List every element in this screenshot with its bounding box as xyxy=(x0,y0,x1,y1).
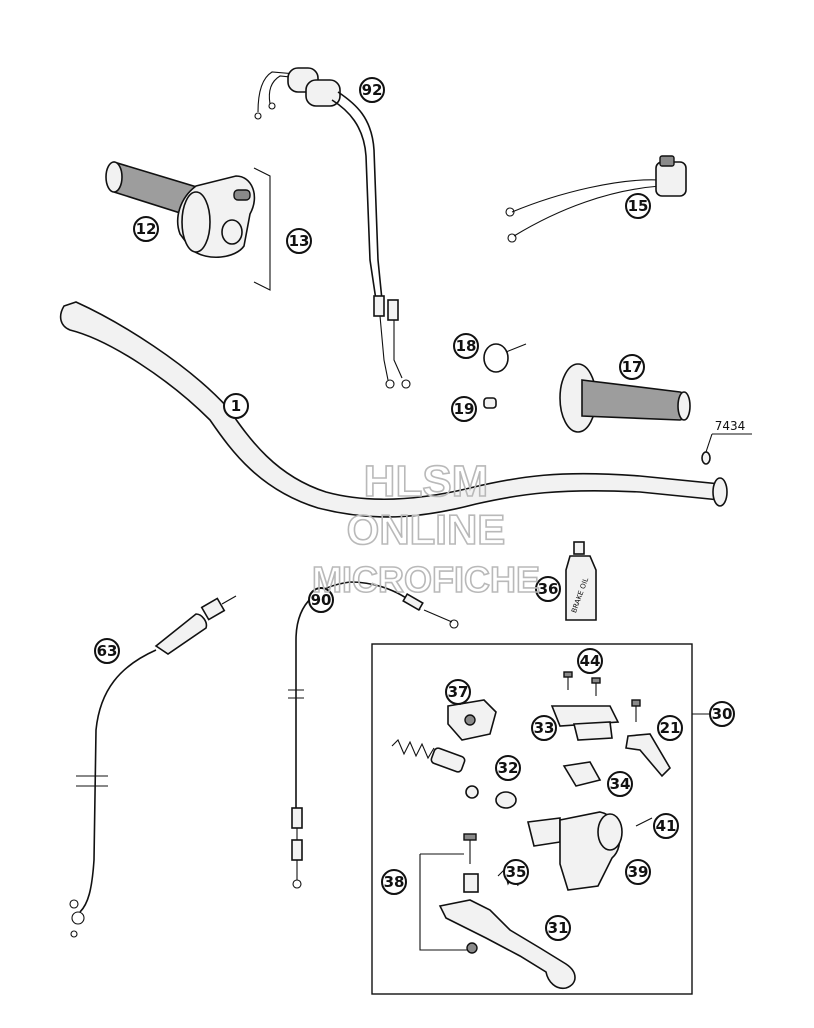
svg-text:34: 34 xyxy=(610,775,631,793)
svg-text:44: 44 xyxy=(580,652,601,670)
master-cylinder-parts xyxy=(391,671,672,990)
callout-13: 13 xyxy=(286,228,312,254)
svg-text:90: 90 xyxy=(311,591,332,609)
svg-text:39: 39 xyxy=(628,863,649,881)
callout-41: 41 xyxy=(653,813,679,839)
callout-17: 17 xyxy=(619,354,645,380)
callout-34: 34 xyxy=(607,771,633,797)
svg-text:63: 63 xyxy=(97,642,118,660)
part-code-label: 7434 xyxy=(715,419,746,433)
callout-12: 12 xyxy=(133,216,159,242)
svg-text:32: 32 xyxy=(498,759,519,777)
callout-36: 36 xyxy=(535,576,561,602)
svg-text:15: 15 xyxy=(628,197,649,215)
bar-end-plug xyxy=(701,451,711,465)
callout-39: 39 xyxy=(625,859,651,885)
svg-text:31: 31 xyxy=(548,919,569,937)
callout-35: 35 xyxy=(503,859,529,885)
svg-text:17: 17 xyxy=(622,358,643,376)
callout-92: 92 xyxy=(359,77,385,103)
svg-text:19: 19 xyxy=(454,400,475,418)
svg-text:12: 12 xyxy=(136,220,157,238)
svg-text:92: 92 xyxy=(362,81,383,99)
callout-44: 44 xyxy=(577,648,603,674)
cable-tie xyxy=(483,343,527,409)
callout-15: 15 xyxy=(625,193,651,219)
callout-30: 30 xyxy=(709,701,735,727)
throttle-grip xyxy=(105,161,256,258)
callout-18: 18 xyxy=(453,333,479,359)
callout-1: 1 xyxy=(223,393,249,419)
housing-bracket-line xyxy=(253,167,271,291)
hot-start-cable xyxy=(69,595,237,938)
callout-33: 33 xyxy=(531,715,557,741)
callout-37: 37 xyxy=(445,679,471,705)
svg-text:36: 36 xyxy=(538,580,559,598)
watermark-line-3: MICROFICHE xyxy=(312,559,540,600)
callout-63: 63 xyxy=(94,638,120,664)
callout-19: 19 xyxy=(451,396,477,422)
callout-21: 21 xyxy=(657,715,683,741)
throttle-cable xyxy=(254,67,411,389)
left-grip xyxy=(559,363,691,433)
watermark-line-1: HLSM xyxy=(364,457,489,506)
callout-90: 90 xyxy=(308,587,334,613)
watermark-line-2: ONLINE xyxy=(347,506,506,553)
svg-text:41: 41 xyxy=(656,817,677,835)
svg-text:13: 13 xyxy=(289,232,310,250)
callout-38: 38 xyxy=(381,869,407,895)
svg-text:37: 37 xyxy=(448,683,469,701)
svg-text:35: 35 xyxy=(506,863,527,881)
svg-text:21: 21 xyxy=(660,719,681,737)
svg-text:18: 18 xyxy=(456,337,477,355)
svg-text:30: 30 xyxy=(712,705,733,723)
handlebar xyxy=(59,301,728,518)
callout-31: 31 xyxy=(545,915,571,941)
part-code-leader xyxy=(705,433,752,453)
svg-text:33: 33 xyxy=(534,719,555,737)
callout-32: 32 xyxy=(495,755,521,781)
svg-text:38: 38 xyxy=(384,873,405,891)
kill-switch xyxy=(505,155,687,243)
brake-fluid-bottle: BRAKE OIL xyxy=(565,541,597,621)
svg-text:1: 1 xyxy=(231,397,241,415)
clutch-cable xyxy=(288,581,459,889)
master-cylinder-group-box xyxy=(371,643,693,995)
